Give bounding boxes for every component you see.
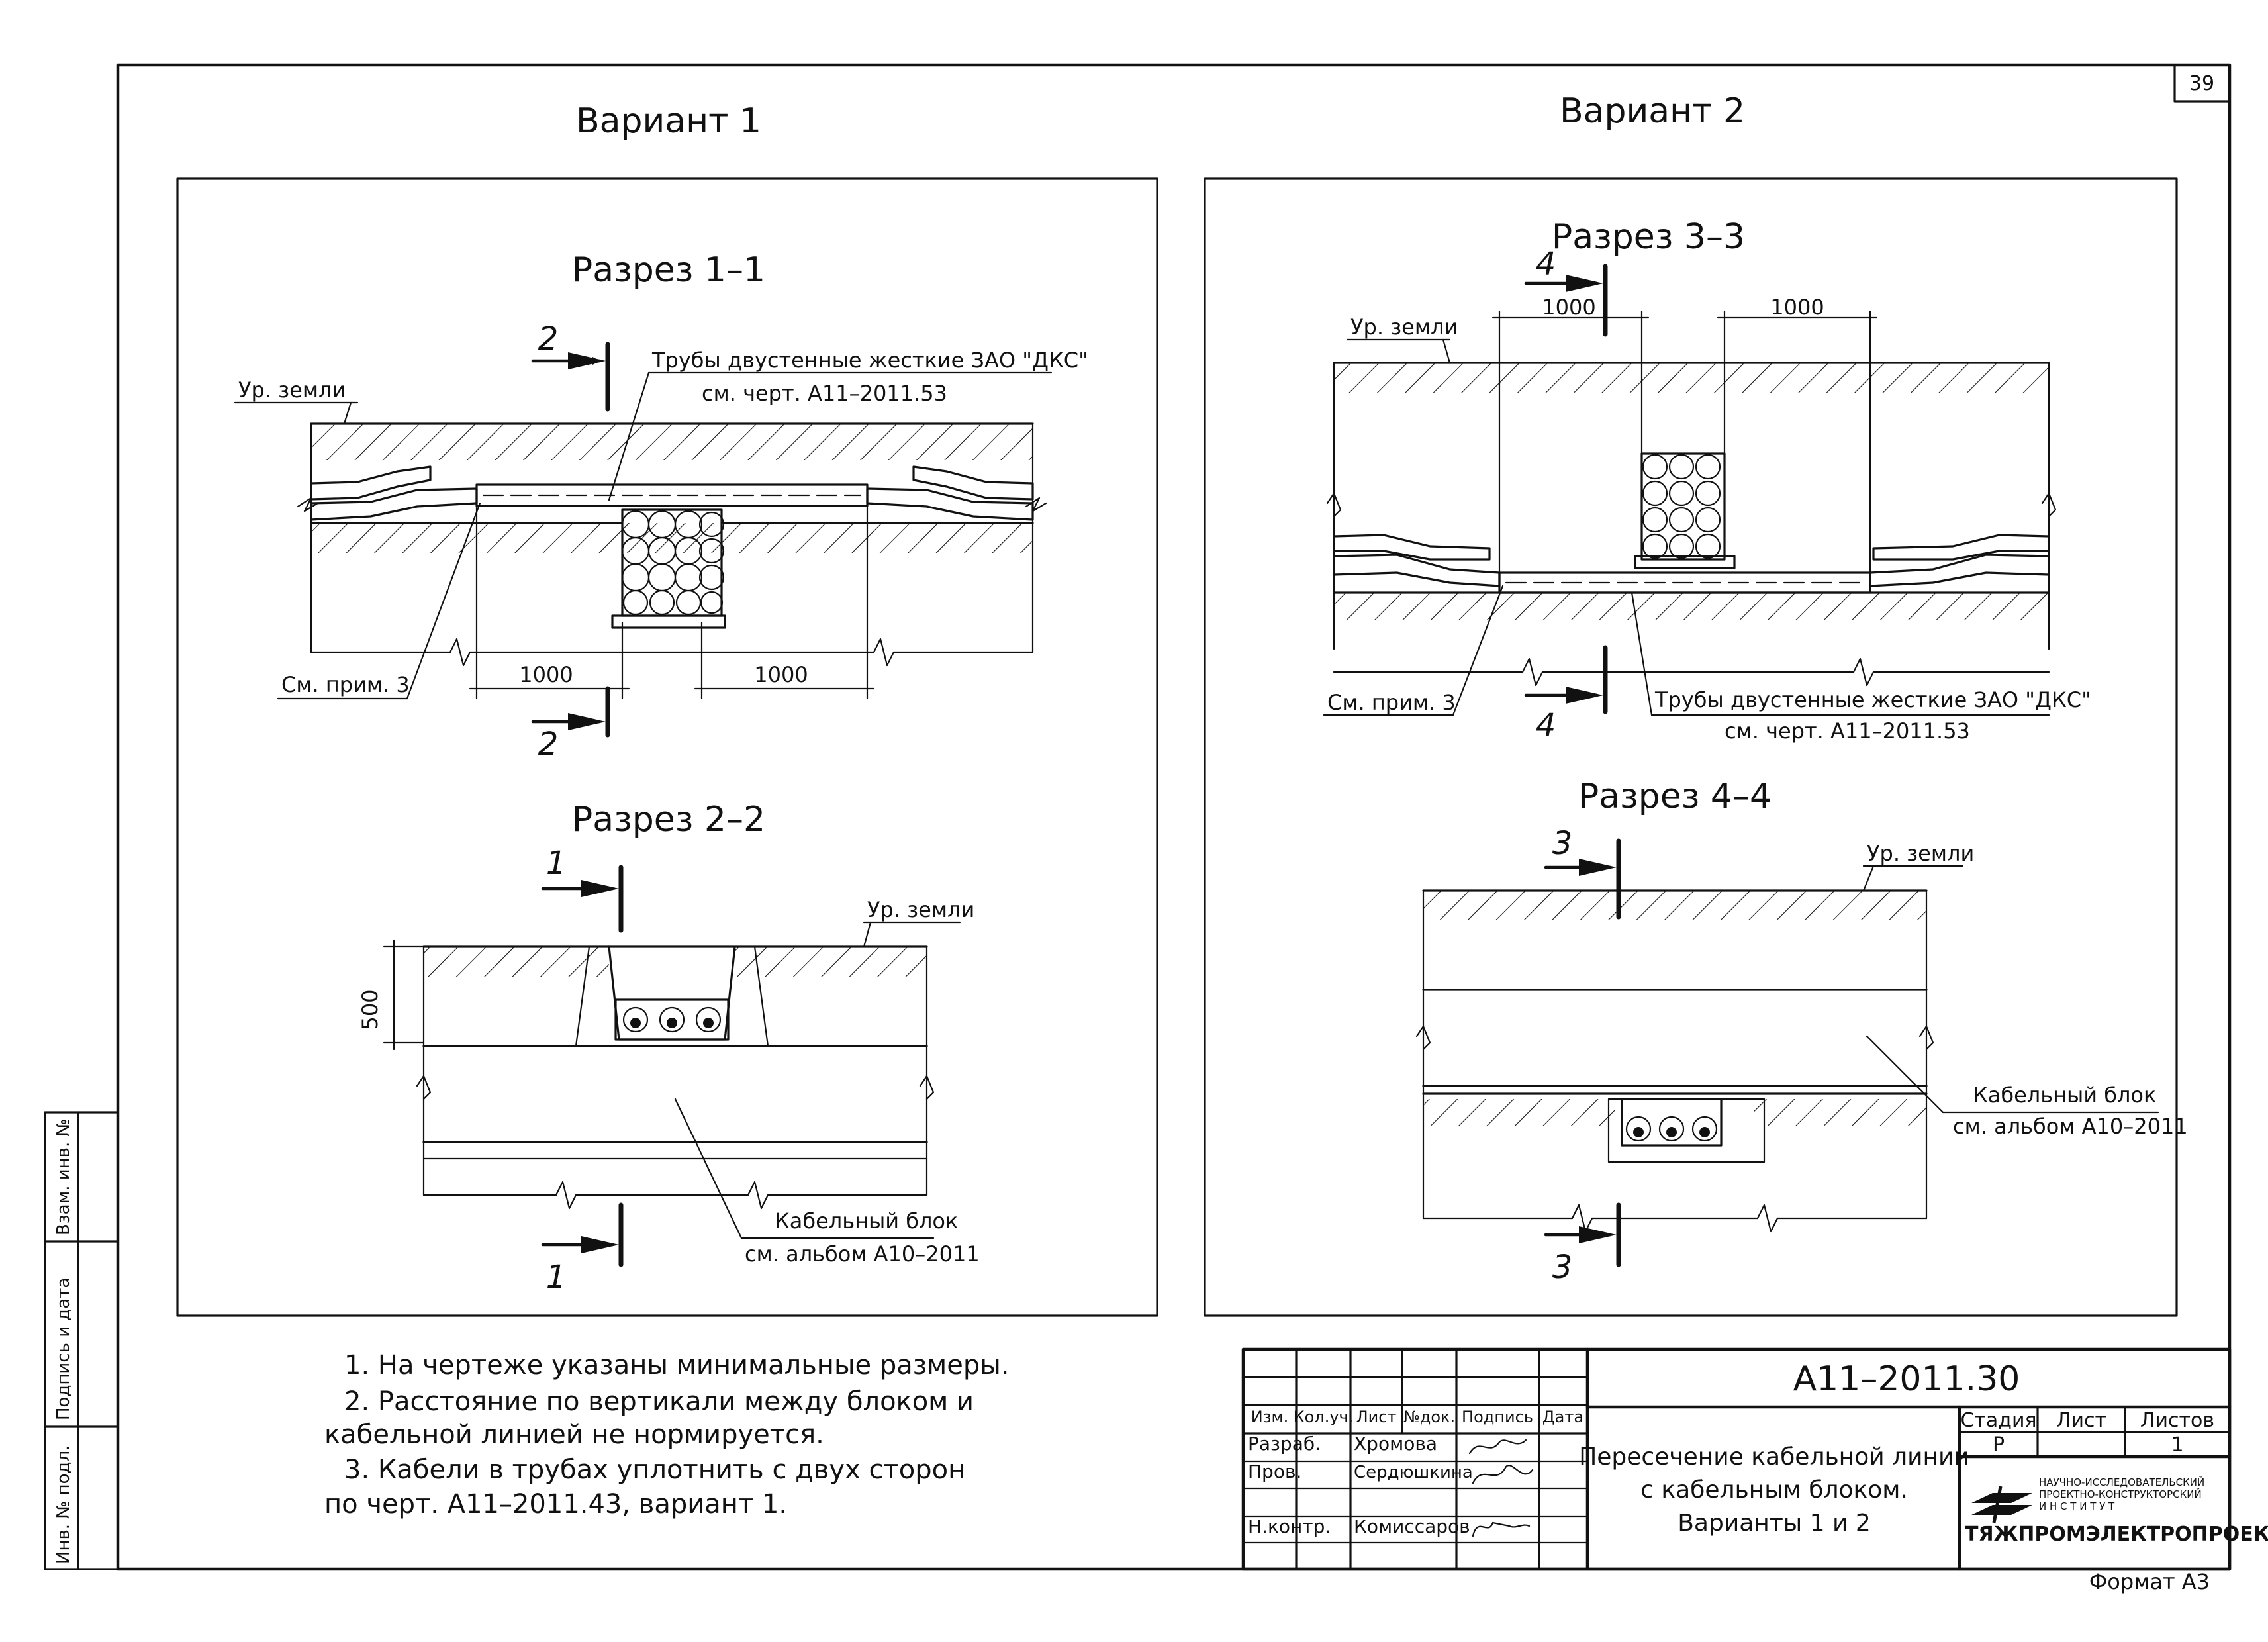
section-1-1-pipe-bundle xyxy=(611,508,726,629)
note-3: 3. Кабели в трубах уплотнить с двух стор… xyxy=(344,1455,965,1485)
signature-checker xyxy=(1472,1465,1534,1484)
section-1-1-cut-top: 2 xyxy=(538,320,559,358)
section-1-1-dim-right: 1000 xyxy=(754,662,808,687)
section-4-4-cut-bottom: 3 xyxy=(1552,1249,1573,1286)
section-3-3-pipes-note-2: см. черт. А11–2011.53 xyxy=(1725,718,1970,744)
section-4-4: Разрез 4–4 3 Ур. земли xyxy=(1415,777,2188,1286)
variant-1-title: Вариант 1 xyxy=(576,101,761,141)
section-1-1-pipes-note-1: Трубы двустенные жесткие ЗАО "ДКС" xyxy=(651,348,1088,373)
svg-text:ПРОЕКТНО-КОНСТРУКТОРСКИЙ: ПРОЕКТНО-КОНСТРУКТОРСКИЙ xyxy=(2039,1488,2202,1500)
svg-text:И Н С Т И Т У Т: И Н С Т И Т У Т xyxy=(2039,1500,2115,1512)
section-2-2-dim-height: 500 xyxy=(357,989,383,1030)
tb-header-izm: Изм. xyxy=(1251,1408,1288,1426)
tb-role-developer: Разраб. xyxy=(1248,1433,1321,1455)
organization-logo: НАУЧНО-ИССЛЕДОВАТЕЛЬСКИЙ ПРОЕКТНО-КОНСТР… xyxy=(1965,1476,2268,1546)
section-3-3-pipes-note-1: Трубы двустенные жесткие ЗАО "ДКС" xyxy=(1654,687,2091,712)
format-label: Формат А3 xyxy=(2089,1569,2210,1594)
section-2-2-cables xyxy=(622,1006,722,1033)
section-3-3-ground-label: Ур. земли xyxy=(1350,314,1458,340)
tb-title-line-1: Пересечение кабельной линии xyxy=(1579,1443,1969,1471)
section-2-2-block-note-1: Кабельный блок xyxy=(775,1208,958,1233)
section-3-3-title: Разрез 3–3 xyxy=(1552,217,1745,257)
section-4-4-cables xyxy=(1625,1116,1718,1142)
note-2-continued: кабельной линией не нормируется. xyxy=(324,1420,824,1450)
tb-header-date: Дата xyxy=(1542,1408,1583,1426)
tb-name-developer: Хромова xyxy=(1354,1433,1437,1455)
section-2-2-block-note-2: см. альбом А10–2011 xyxy=(745,1241,980,1267)
section-3-3-pipe-bundle xyxy=(1634,452,1736,569)
section-1-1-title: Разрез 1–1 xyxy=(572,250,765,290)
svg-text:НАУЧНО-ИССЛЕДОВАТЕЛЬСКИЙ: НАУЧНО-ИССЛЕДОВАТЕЛЬСКИЙ xyxy=(2039,1476,2204,1488)
note-2: 2. Расстояние по вертикали между блоком … xyxy=(344,1386,974,1417)
variant-2-panel xyxy=(1204,177,2178,1317)
section-2-2-cut-bottom: 1 xyxy=(546,1259,567,1296)
tb-sheets-header: Листов xyxy=(2140,1409,2214,1432)
section-3-3-see-note: См. прим. 3 xyxy=(1327,690,1456,715)
signature-normcontrol xyxy=(1472,1521,1531,1537)
side-stamp-replace-no: Взам. инв. № xyxy=(54,1118,73,1235)
tb-document-code: А11–2011.30 xyxy=(1793,1359,2020,1399)
note-3-continued: по черт. А11–2011.43, вариант 1. xyxy=(324,1489,787,1520)
signature-developer xyxy=(1468,1439,1527,1455)
section-4-4-block-note-1: Кабельный блок xyxy=(1973,1083,2156,1108)
section-2-2-cut-top: 1 xyxy=(546,845,567,882)
tb-stage-value: Р xyxy=(1993,1433,2005,1457)
sheet-number: 39 xyxy=(2189,72,2214,95)
tb-title-line-3: Варианты 1 и 2 xyxy=(1677,1510,1871,1537)
section-3-3-dim-right: 1000 xyxy=(1770,295,1824,320)
section-4-4-ground-label: Ур. земли xyxy=(1867,841,1974,866)
section-4-4-cut-top: 3 xyxy=(1552,825,1573,862)
section-2-2-title: Разрез 2–2 xyxy=(572,800,765,840)
tb-name-normcontrol: Комиссаров xyxy=(1354,1516,1470,1537)
section-1-1-ground-label: Ур. земли xyxy=(238,377,346,403)
section-2-2: Разрез 2–2 1 Ур. земли 500 xyxy=(357,800,980,1296)
side-stamp: Инв. № подл. Подпись и дата Взам. инв. № xyxy=(44,1111,119,1570)
tb-role-checker: Пров. xyxy=(1248,1461,1301,1482)
org-logo-mark xyxy=(1971,1493,2032,1503)
title-block: Изм. Кол.уч. Лист №док. Подпись Дата Раз… xyxy=(1241,1347,2268,1571)
tb-header-sign: Подпись xyxy=(1462,1408,1533,1426)
sheet-frame: 39 Формат А3 xyxy=(116,63,2232,1594)
variant-2-title: Вариант 2 xyxy=(1560,91,1745,131)
org-name: ТЯЖПРОМЭЛЕКТРОПРОЕКТ xyxy=(1965,1523,2268,1546)
side-stamp-inv-no: Инв. № подл. xyxy=(54,1445,73,1564)
section-3-3: Разрез 3–3 4 1000 1000 Ур. земли xyxy=(1323,217,2091,744)
note-1: 1. На чертеже указаны минимальные размер… xyxy=(344,1350,1010,1380)
section-2-2-ground-label: Ур. земли xyxy=(867,897,974,922)
tb-header-koluch: Кол.уч. xyxy=(1294,1408,1354,1426)
tb-stage-header: Стадия xyxy=(1960,1409,2036,1432)
section-1-1-cut-bottom: 2 xyxy=(538,726,559,763)
section-3-3-dim-left: 1000 xyxy=(1542,295,1595,320)
tb-title-line-2: с кабельным блоком. xyxy=(1640,1476,1908,1504)
section-4-4-title: Разрез 4–4 xyxy=(1578,777,1772,816)
general-notes: 1. На чертеже указаны минимальные размер… xyxy=(324,1350,1010,1520)
tb-header-ndok: №док. xyxy=(1403,1408,1455,1426)
tb-sheets-value: 1 xyxy=(2171,1433,2183,1457)
section-1-1-dim-left: 1000 xyxy=(519,662,573,687)
tb-header-list: Лист xyxy=(1356,1408,1397,1426)
tb-role-normcontrol: Н.контр. xyxy=(1248,1516,1331,1537)
section-1-1-see-note: См. прим. 3 xyxy=(281,672,410,697)
variant-1-panel xyxy=(176,177,1158,1317)
section-1-1: Разрез 1–1 2 Ур. земли Трубы двустенные … xyxy=(234,250,1088,763)
sheet-number-box xyxy=(2173,64,2231,103)
section-4-4-block-note-2: см. альбом А10–2011 xyxy=(1953,1114,2188,1139)
section-3-3-cut-bottom: 4 xyxy=(1536,707,1556,744)
tb-name-checker: Сердюшкина xyxy=(1354,1463,1473,1482)
side-stamp-sign-date: Подпись и дата xyxy=(54,1278,73,1420)
section-3-3-cut-top: 4 xyxy=(1536,246,1556,283)
tb-sheet-header: Лист xyxy=(2056,1409,2106,1432)
section-1-1-pipes-note-2: см. черт. А11–2011.53 xyxy=(702,381,947,406)
